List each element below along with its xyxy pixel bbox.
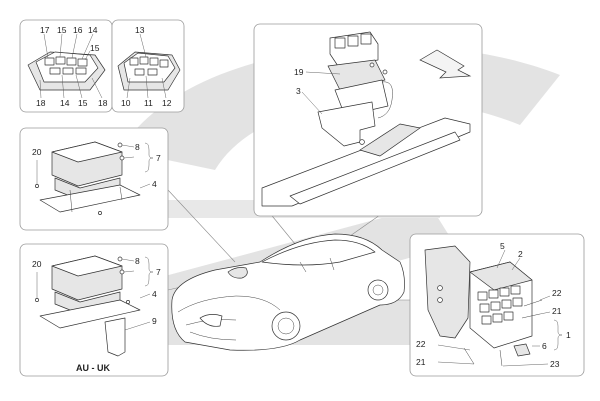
callout-label: 17 bbox=[40, 25, 50, 35]
panel-fuse-holder: 5 2 22 21 1 6 22 21 23 bbox=[409, 233, 585, 377]
callout-label: 7 bbox=[156, 153, 161, 163]
callout-label: 14 bbox=[60, 98, 70, 108]
panel-control-unit: 20 8 7 4 bbox=[19, 127, 169, 231]
callout-label: 22 bbox=[552, 288, 562, 298]
callout-label: 15 bbox=[78, 98, 88, 108]
callout-label: 21 bbox=[552, 306, 562, 316]
callout-label: 22 bbox=[416, 339, 426, 349]
direction-arrow-icon bbox=[419, 49, 472, 79]
callout-label: 9 bbox=[152, 316, 157, 326]
callout-label: 8 bbox=[135, 256, 140, 266]
callout-label: 16 bbox=[73, 25, 83, 35]
callout-label: 8 bbox=[135, 142, 140, 152]
callout-label: 7 bbox=[156, 267, 161, 277]
callout-label: 15 bbox=[57, 25, 67, 35]
region-caption: AU - UK bbox=[76, 363, 110, 373]
callout-label: 15 bbox=[90, 43, 100, 53]
callout-label: 11 bbox=[144, 98, 153, 108]
callout-label: 4 bbox=[152, 179, 157, 189]
callout-label: 4 bbox=[152, 289, 157, 299]
panel-control-unit-au-uk: 20 8 7 4 9 AU - UK bbox=[19, 243, 169, 377]
callout-label: 3 bbox=[296, 86, 301, 96]
callout-label: 19 bbox=[294, 67, 304, 77]
callout-label: 21 bbox=[416, 357, 426, 367]
callout-label: 1 bbox=[566, 330, 571, 340]
callout-label: 5 bbox=[500, 241, 505, 251]
callout-label: 18 bbox=[36, 98, 46, 108]
car-outline-icon bbox=[171, 233, 405, 351]
callout-label: 10 bbox=[121, 98, 131, 108]
callout-label: 13 bbox=[135, 25, 145, 35]
callout-label: 20 bbox=[32, 259, 42, 269]
callout-label: 14 bbox=[88, 25, 98, 35]
callout-label: 6 bbox=[542, 341, 547, 351]
panel-relay-bracket: 19 3 bbox=[253, 23, 483, 217]
callout-label: 18 bbox=[98, 98, 108, 108]
callout-label: 20 bbox=[32, 147, 42, 157]
callout-label: 23 bbox=[550, 359, 560, 369]
panel-fusebox-b: 13 10 11 12 bbox=[111, 19, 185, 113]
panel-fusebox-a: 17 15 16 14 15 18 14 15 18 bbox=[19, 19, 113, 113]
callout-label: 2 bbox=[518, 249, 523, 259]
callout-label: 12 bbox=[162, 98, 172, 108]
